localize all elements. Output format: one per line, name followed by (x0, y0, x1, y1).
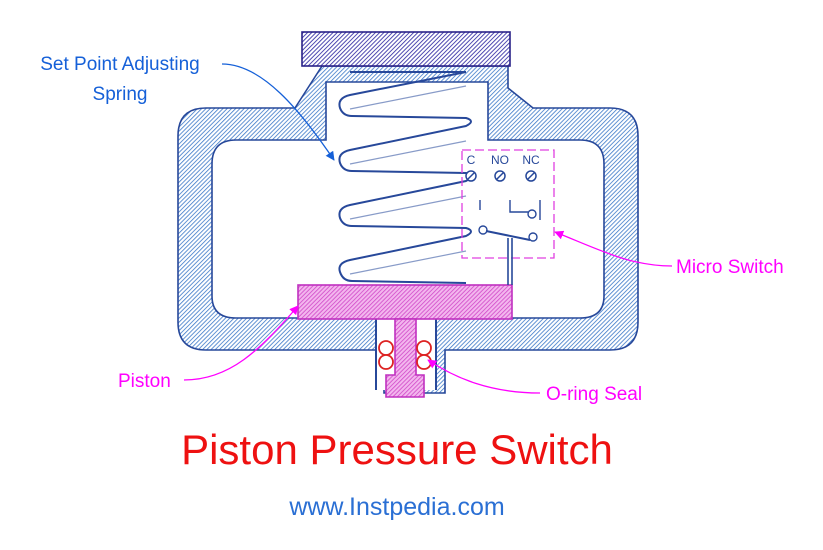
oring-left-top (378, 340, 394, 356)
micro-switch-leader-arrow (554, 230, 673, 267)
switch-wiring (478, 200, 541, 285)
terminal-c-label: C (467, 153, 476, 167)
spring-label-line1: Set Point Adjusting (40, 54, 200, 75)
diagram-title: Piston Pressure Switch (181, 426, 613, 473)
terminal-no-label: NO (491, 153, 509, 167)
bore-wall-left (375, 318, 377, 390)
micro-switch-label: Micro Switch (676, 257, 784, 278)
piston-head (297, 284, 513, 320)
oring-left-bottom (378, 354, 394, 370)
bore-wall-right (435, 318, 437, 390)
oring-label: O-ring Seal (546, 384, 642, 405)
spring-label-line2: Spring (93, 84, 148, 105)
switch-terminals (465, 170, 537, 182)
adjusting-cap (301, 31, 511, 67)
piston-leader-arrow (183, 305, 299, 381)
piston-rod (385, 318, 425, 398)
set-point-spring (338, 71, 472, 284)
oring-seals (378, 340, 432, 370)
micro-switch-box (461, 149, 555, 259)
spring-leader-arrow (221, 63, 335, 161)
oring-right-top (416, 340, 432, 356)
source-url: www.Instpedia.com (288, 493, 504, 521)
terminal-nc-label: NC (522, 153, 540, 167)
oring-leader-arrow (427, 359, 541, 394)
piston-label: Piston (118, 371, 171, 392)
oring-right-bottom (416, 354, 432, 370)
